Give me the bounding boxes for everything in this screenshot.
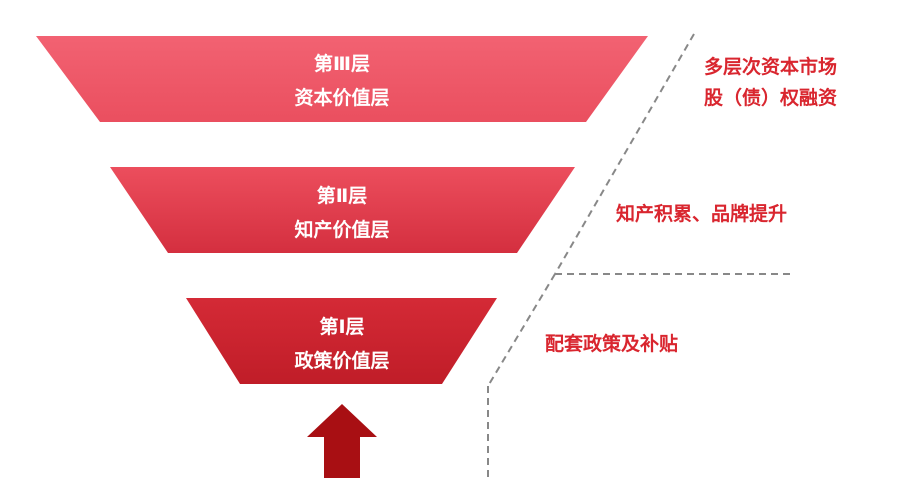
layer-1-shape	[186, 298, 497, 384]
annotation-top-line1: 多层次资本市场	[704, 55, 837, 78]
annotation-middle: 知产积累、品牌提升	[616, 202, 787, 225]
annotations: 多层次资本市场 股（债）权融资 知产积累、品牌提升 配套政策及补贴	[545, 55, 837, 355]
layer-2-title: 第Ⅱ层	[317, 184, 368, 207]
layer-1-subtitle: 政策价值层	[294, 349, 389, 372]
dashed-line-diagonal-upper	[554, 33, 695, 275]
layer-3-shape	[36, 36, 648, 122]
layer-3-subtitle: 资本价值层	[294, 86, 389, 109]
layer-2-shape	[110, 167, 575, 253]
up-arrow-icon	[307, 404, 377, 478]
layer-2: 第Ⅱ层 知产价值层	[110, 167, 575, 253]
layer-1-title: 第Ⅰ层	[319, 315, 364, 338]
layer-2-subtitle: 知产价值层	[294, 218, 389, 241]
layer-3-title: 第Ⅲ层	[314, 52, 370, 75]
layer-3: 第Ⅲ层 资本价值层	[36, 36, 648, 122]
dashed-dividers	[487, 33, 790, 480]
layer-1: 第Ⅰ层 政策价值层	[186, 298, 497, 384]
annotation-bottom: 配套政策及补贴	[545, 332, 678, 355]
dashed-line-diagonal-lower	[487, 273, 556, 387]
annotation-top-line2: 股（债）权融资	[704, 86, 837, 109]
